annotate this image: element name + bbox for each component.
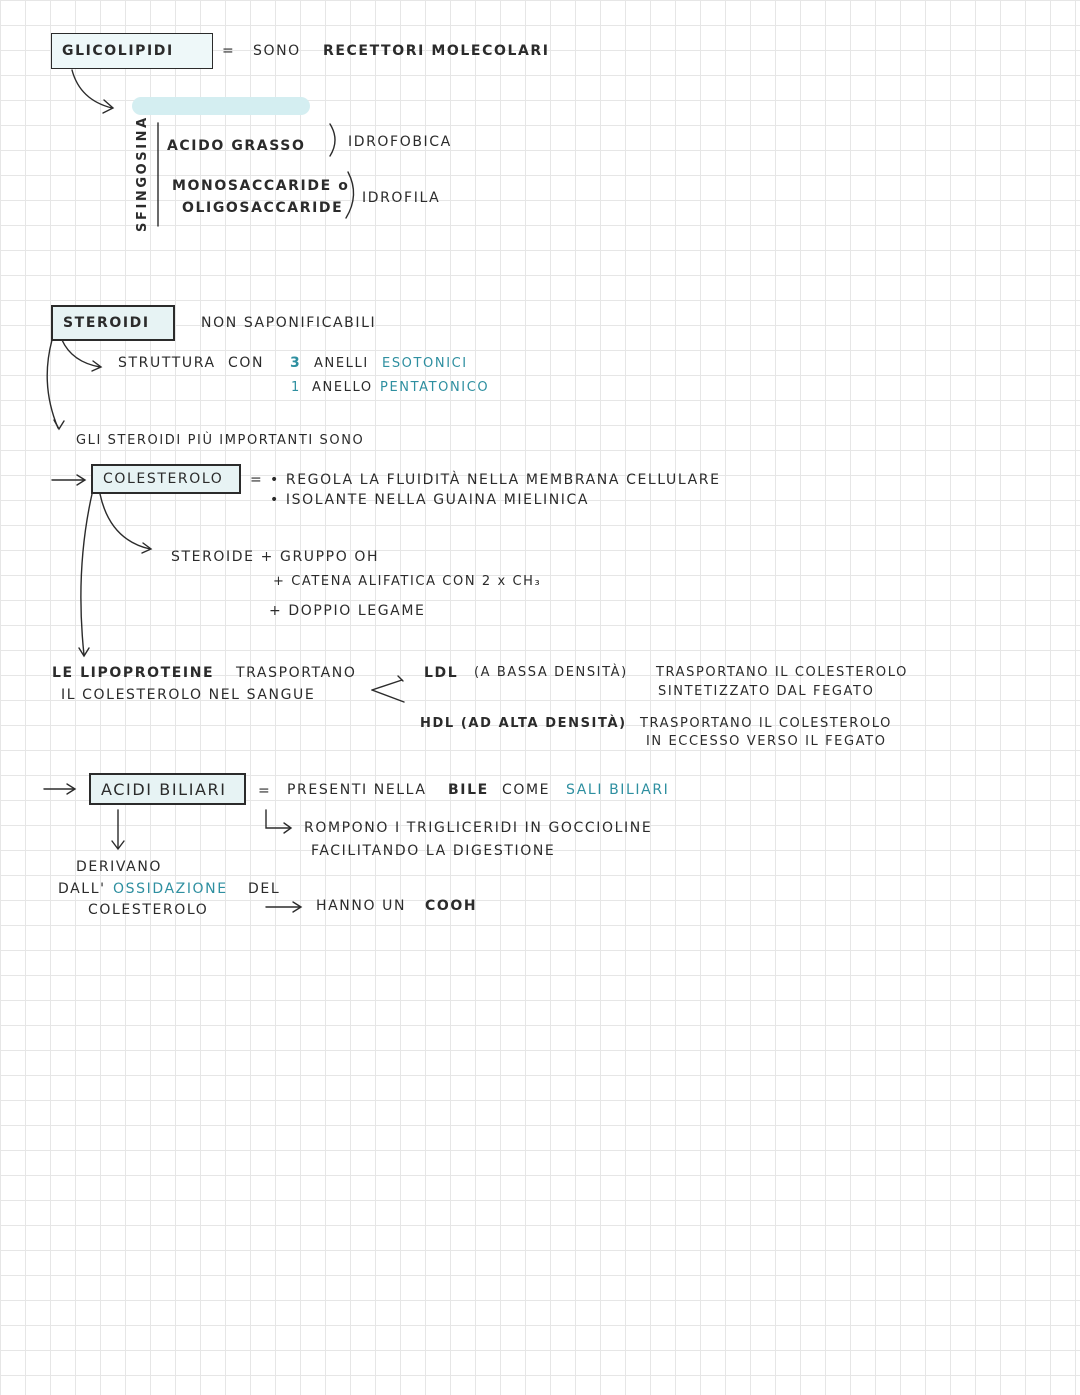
colesterolo-equals: =: [250, 472, 264, 488]
anelli-number: 3: [290, 355, 302, 371]
rompono-line1: ROMPONO I TRIGLICERIDI IN GOCCIOLINE: [304, 820, 653, 836]
lipoproteine-line2: IL COLESTEROLO NEL SANGUE: [61, 687, 316, 703]
esotonici: ESOTONICI: [382, 356, 468, 371]
glicolipidi-sono: SONO: [253, 43, 301, 59]
glicolipidi-heading-box: GLICOLIPIDI: [51, 33, 213, 69]
anelli-text: ANELLI: [314, 356, 369, 371]
steroidi-piu-importanti: GLI STEROIDI PIÙ IMPORTANTI SONO: [76, 433, 365, 448]
colesterolo-bullet-1: • REGOLA LA FLUIDITÀ NELLA MEMBRANA CELL…: [270, 472, 721, 488]
hanno-un: HANNO UN: [316, 898, 407, 914]
colesterolo-composition-2: + CATENA ALIFATICA CON 2 x CH₃: [273, 574, 542, 589]
derivano-label: DERIVANO: [76, 859, 163, 875]
colesterolo-composition-1: STEROIDE + GRUPPO OH: [171, 549, 380, 565]
anello-number: 1: [291, 380, 301, 395]
acidi-biliari-equals: =: [258, 783, 272, 799]
ldl-description: TRASPORTANO IL COLESTEROLO: [656, 665, 908, 680]
lipoproteine-line1-bold: LE LIPOPROTEINE: [52, 665, 215, 681]
acidi-biliari-heading: ACIDI BILIARI: [101, 779, 227, 799]
presenti-nella: PRESENTI NELLA: [287, 782, 427, 798]
pentatonico: PENTATONICO: [380, 380, 490, 395]
colesterolo-composition-3: + DOPPIO LEGAME: [269, 603, 426, 619]
ldl-label: LDL: [424, 665, 459, 681]
ldl-description-line2: SINTETIZZATO DAL FEGATO: [658, 684, 875, 699]
sfingosina-label: SFINGOSINA: [135, 115, 150, 232]
steroidi-heading: STEROIDI: [63, 315, 150, 331]
idrofila: IDROFILA: [362, 190, 441, 206]
glicolipidi-equals: =: [222, 43, 236, 59]
ossidazione-label: OSSIDAZIONE: [113, 881, 228, 897]
hdl-description: TRASPORTANO IL COLESTEROLO: [640, 716, 892, 731]
colesterolo-heading-box: COLESTEROLO: [91, 464, 241, 494]
cooh-label: COOH: [425, 898, 478, 914]
monosaccaride-line1: MONOSACCARIDE o: [172, 178, 350, 194]
struttura-label: STRUTTURA: [118, 355, 216, 371]
come-label: COME: [502, 782, 551, 798]
steroidi-heading-box: STEROIDI: [51, 305, 175, 341]
hdl-description-line2: IN ECCESSO VERSO IL FEGATO: [646, 734, 887, 749]
acidi-biliari-heading-box: ACIDI BILIARI: [89, 773, 246, 805]
colesterolo-bullet-2: • ISOLANTE NELLA GUAINA MIELINICA: [270, 492, 590, 508]
sali-biliari: SALI BILIARI: [566, 782, 670, 798]
non-saponificabili: NON SAPONIFICABILI: [201, 315, 377, 331]
anello-text: ANELLO: [312, 380, 373, 395]
con-label: CON: [228, 355, 265, 371]
rompono-line2: FACILITANDO LA DIGESTIONE: [311, 843, 556, 859]
del-label: DEL: [248, 881, 281, 897]
acido-grasso: ACIDO GRASSO: [167, 138, 306, 154]
hdl-label: HDL (AD ALTA DENSITÀ): [420, 716, 627, 731]
colesterolo-heading: COLESTEROLO: [103, 471, 224, 487]
glicolipidi-heading: GLICOLIPIDI: [62, 43, 174, 59]
bile-label: BILE: [448, 782, 489, 798]
idrofobica: IDROFOBICA: [348, 134, 452, 150]
ldl-density: (A BASSA DENSITÀ): [474, 665, 628, 680]
monosaccaride-line2: OLIGOSACCARIDE: [182, 200, 344, 216]
dall-label: DALL': [58, 881, 106, 897]
colesterolo-label: COLESTEROLO: [88, 902, 209, 918]
lipoproteine-line1-rest: TRASPORTANO: [236, 665, 357, 681]
recettori-molecolari: RECETTORI MOLECOLARI: [323, 43, 550, 59]
